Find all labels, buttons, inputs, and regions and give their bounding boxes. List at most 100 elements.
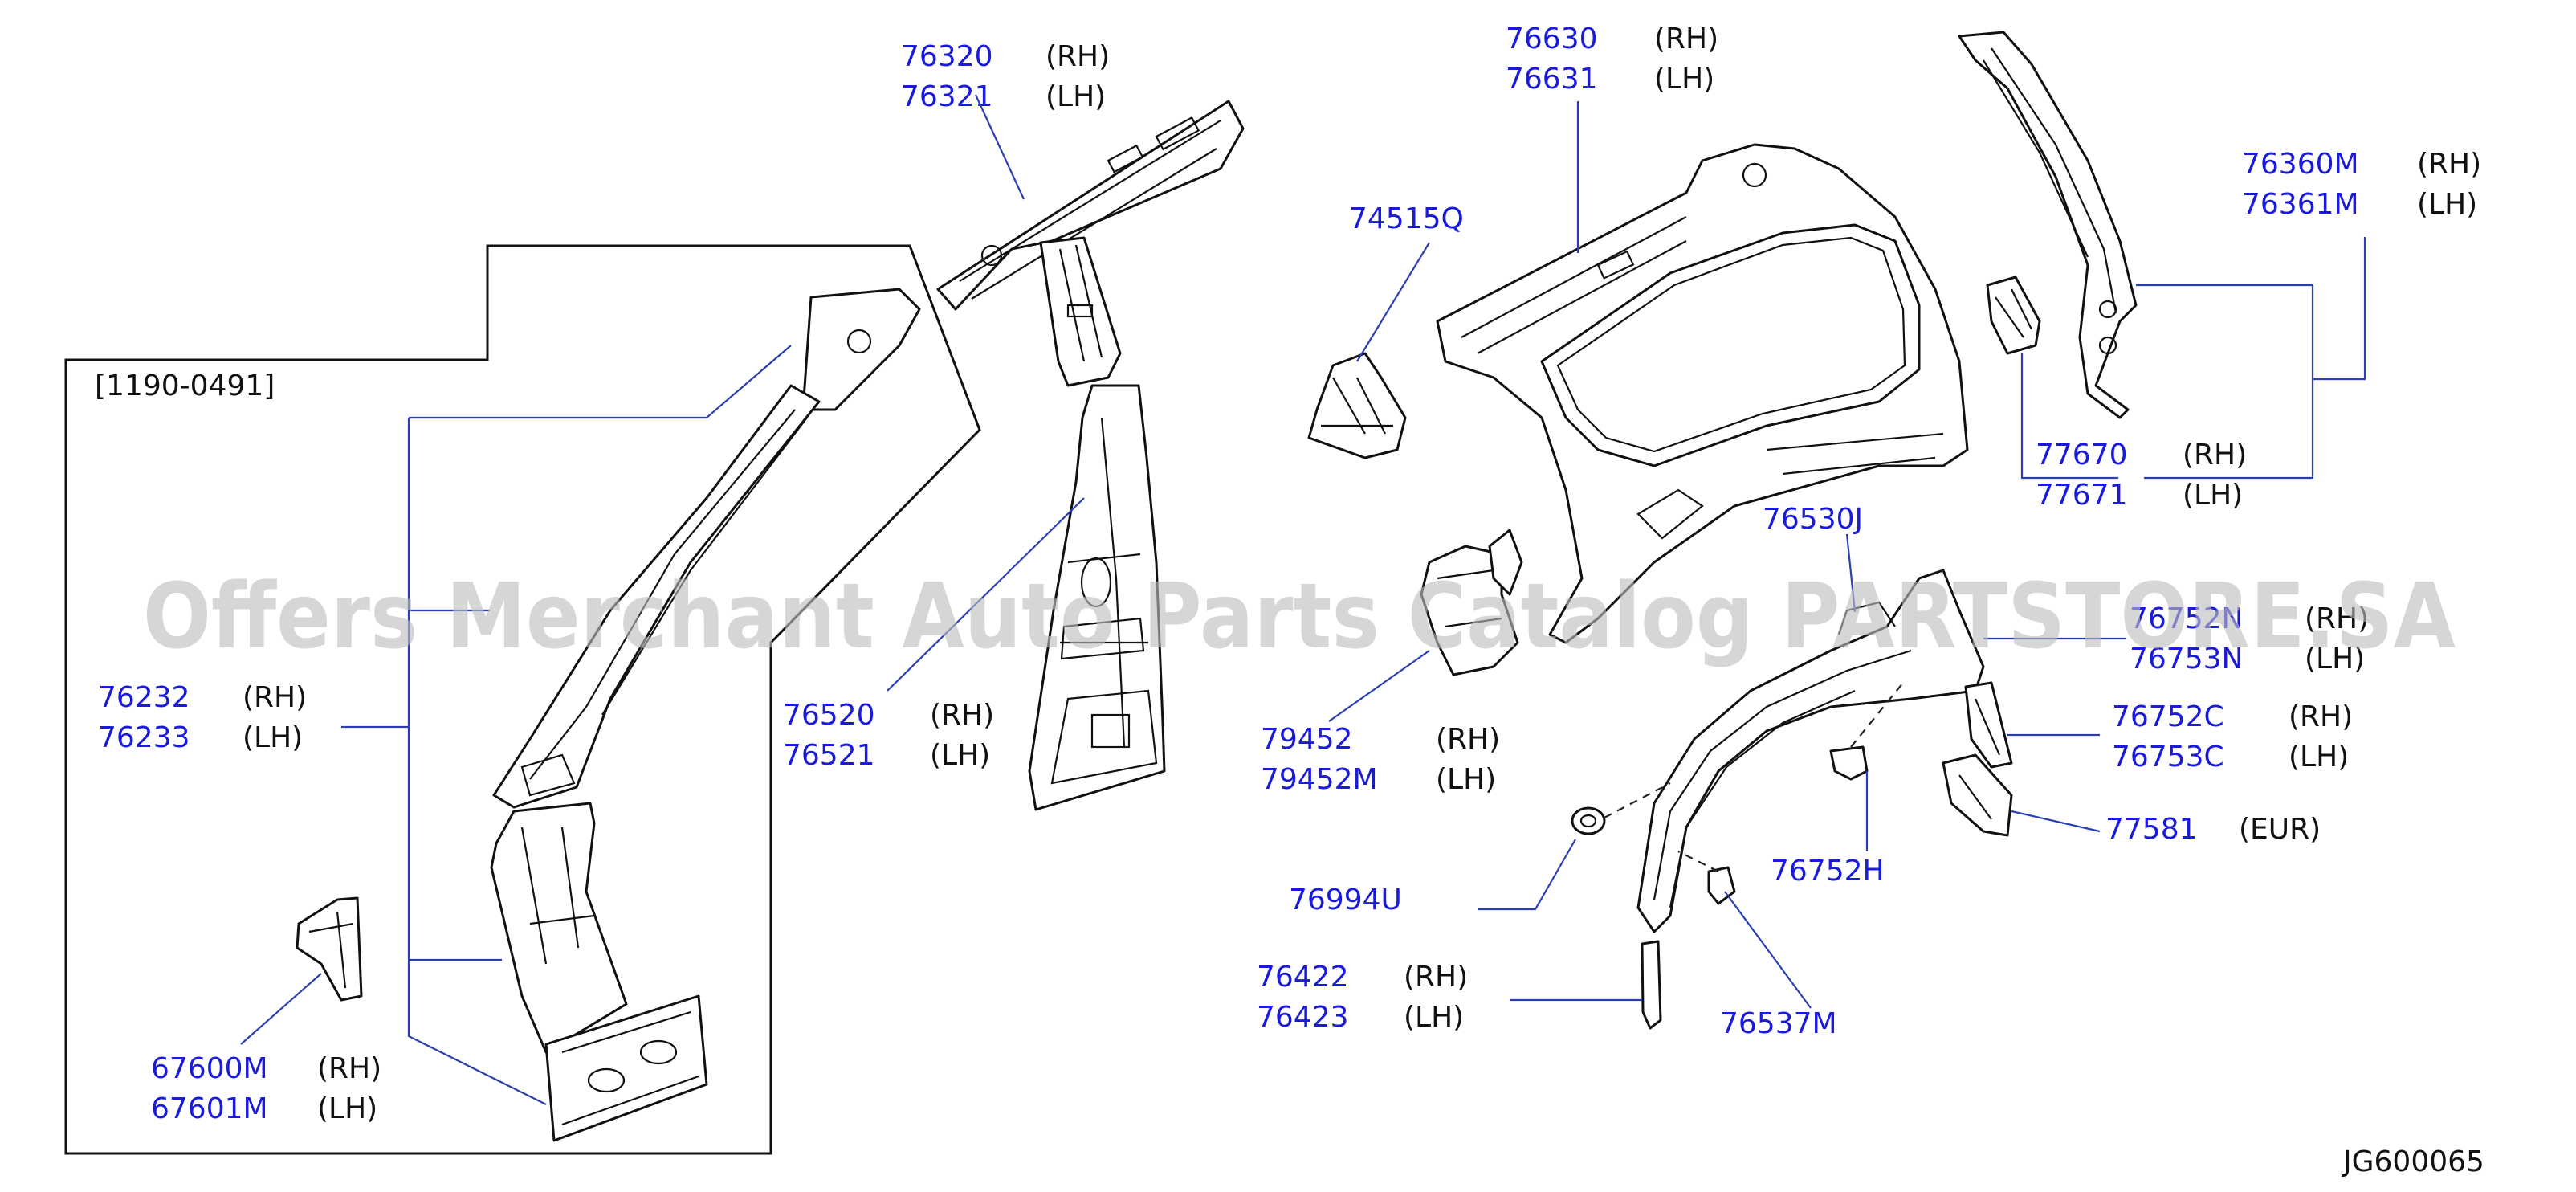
leader-lines <box>240 94 2366 1105</box>
callout-76360M[interactable]: 76360M (RH) <box>2242 148 2481 181</box>
callout-76630[interactable]: 76630 (RH) <box>1506 22 1718 55</box>
sill-reinforcement-part[interactable] <box>544 994 708 1142</box>
inset-frame <box>64 244 981 1155</box>
side-76521: (LH) <box>930 739 990 772</box>
watermark-text: Offers Merchant Auto Parts Catalog PARTS… <box>143 565 2456 669</box>
extension-76422-part[interactable] <box>1641 940 1662 1030</box>
bracket-74515Q-part[interactable] <box>1307 352 1407 459</box>
small-bracket-part[interactable] <box>296 896 363 1002</box>
dashed-line-76994U <box>1604 782 1671 818</box>
part-number-77671: 77671 <box>2036 479 2128 512</box>
part-number-76360M: 76360M <box>2242 148 2359 181</box>
part-number-76423: 76423 <box>1257 1001 1349 1034</box>
callout-79452[interactable]: 79452 (RH) <box>1261 723 1500 756</box>
side-67601M: (LH) <box>317 1092 377 1125</box>
front-pillar-lower-part[interactable] <box>490 802 628 1054</box>
part-number-76752C: 76752C <box>2112 700 2224 733</box>
callout-76752N[interactable]: 76752N (RH) <box>2130 602 2369 635</box>
side-79452M: (LH) <box>1436 763 1496 796</box>
callout-76521[interactable]: 76521 (LH) <box>783 739 990 772</box>
callout-76321[interactable]: 76321 (LH) <box>901 80 1106 113</box>
side-76361M: (LH) <box>2417 188 2477 221</box>
part-number-76630: 76630 <box>1506 22 1598 55</box>
side-77581: (EUR) <box>2239 813 2321 846</box>
part-number-77670: 77670 <box>2036 439 2128 471</box>
callout-76752C[interactable]: 76752C (RH) <box>2112 700 2353 733</box>
part-number-76320: 76320 <box>901 40 993 73</box>
callout-67601M[interactable]: 67601M (LH) <box>151 1092 377 1125</box>
callout-76361M[interactable]: 76361M (LH) <box>2242 188 2477 221</box>
part-number-76361M: 76361M <box>2242 188 2359 221</box>
front-pillar-upper-part[interactable] <box>492 288 921 809</box>
callout-76631[interactable]: 76631 (LH) <box>1506 63 1714 96</box>
part-number-76753N: 76753N <box>2130 643 2243 676</box>
part-number-67600M: 67600M <box>151 1052 268 1085</box>
part-number-76537M: 76537M <box>1720 1007 1837 1040</box>
part-number-77581: 77581 <box>2105 813 2198 846</box>
part-number-76752N: 76752N <box>2130 602 2243 635</box>
inset-label: [1190-0491] <box>95 369 275 402</box>
callout-76423[interactable]: 76423 (LH) <box>1257 1001 1464 1034</box>
part-number-76520: 76520 <box>783 699 875 732</box>
side-76232: (RH) <box>243 681 307 714</box>
side-76320: (RH) <box>1045 40 1110 73</box>
part-number-76422: 76422 <box>1257 961 1349 994</box>
callout-76753N[interactable]: 76753N (LH) <box>2130 643 2365 676</box>
side-76321: (LH) <box>1045 80 1106 113</box>
rear-pillar-strip-part[interactable] <box>1958 31 2138 419</box>
callout-76320[interactable]: 76320 (RH) <box>901 40 1110 73</box>
side-67600M: (RH) <box>317 1052 381 1085</box>
callout-79452M[interactable]: 79452M (LH) <box>1261 763 1496 796</box>
part-number-74515Q: 74515Q <box>1349 202 1464 235</box>
side-77670: (RH) <box>2183 439 2247 471</box>
part-number-76753C: 76753C <box>2112 741 2224 774</box>
callout-76232[interactable]: 76232 (RH) <box>98 681 307 714</box>
callout-77581[interactable]: 77581 (EUR) <box>2105 813 2321 846</box>
clip-76752H-part[interactable] <box>1829 745 1869 781</box>
part-number-76232: 76232 <box>98 681 190 714</box>
roof-side-rail-part[interactable] <box>936 100 1245 387</box>
bracket-79452-part[interactable] <box>1420 529 1523 676</box>
side-76423: (LH) <box>1404 1001 1464 1034</box>
side-77671: (LH) <box>2183 479 2243 512</box>
side-76630: (RH) <box>1654 22 1718 55</box>
side-76233: (LH) <box>243 721 303 754</box>
part-number-67601M: 67601M <box>151 1092 268 1125</box>
extension-76752C-part[interactable] <box>1964 681 2013 769</box>
callout-76520[interactable]: 76520 (RH) <box>783 699 994 732</box>
callout-76233[interactable]: 76233 (LH) <box>98 721 303 754</box>
center-pillar-part[interactable] <box>1028 384 1166 811</box>
rear-wheelhouse-part[interactable] <box>1636 569 1985 933</box>
part-number-79452M: 79452M <box>1261 763 1378 796</box>
callout-76753C[interactable]: 76753C (LH) <box>2112 741 2349 774</box>
part-number-76994U: 76994U <box>1289 884 1402 916</box>
bracket-77670-part[interactable] <box>1986 276 2041 355</box>
part-number-76521: 76521 <box>783 739 875 772</box>
callout-77670[interactable]: 77670 (RH) <box>2036 439 2247 471</box>
side-79452: (RH) <box>1436 723 1500 756</box>
side-76753C: (LH) <box>2289 741 2349 774</box>
side-76752C: (RH) <box>2289 700 2353 733</box>
callout-76752H[interactable]: 76752H <box>1771 855 1885 888</box>
part-number-76752H: 76752H <box>1771 855 1885 888</box>
callout-76994U[interactable]: 76994U <box>1289 884 1402 916</box>
callout-76537M[interactable]: 76537M <box>1720 1007 1837 1040</box>
grommet-76994U-part[interactable] <box>1571 806 1606 835</box>
splash-guard-part[interactable] <box>1942 753 2013 837</box>
dashed-line-76537M <box>1677 851 1719 872</box>
part-number-76631: 76631 <box>1506 63 1598 96</box>
callout-76530J[interactable]: 76530J <box>1763 503 1863 536</box>
callout-76422[interactable]: 76422 (RH) <box>1257 961 1468 994</box>
side-76631: (LH) <box>1654 63 1714 96</box>
callout-67600M[interactable]: 67600M (RH) <box>151 1052 381 1085</box>
callout-77671[interactable]: 77671 (LH) <box>2036 479 2243 512</box>
part-number-76530J: 76530J <box>1763 503 1863 536</box>
callout-74515Q[interactable]: 74515Q <box>1349 202 1464 235</box>
rear-side-panel-part[interactable] <box>1436 143 1969 644</box>
diagram-code: JG600065 <box>2342 1145 2484 1178</box>
side-76422: (RH) <box>1404 961 1468 994</box>
side-76752N: (RH) <box>2305 602 2369 635</box>
side-76753N: (LH) <box>2305 643 2365 676</box>
side-76520: (RH) <box>930 699 994 732</box>
